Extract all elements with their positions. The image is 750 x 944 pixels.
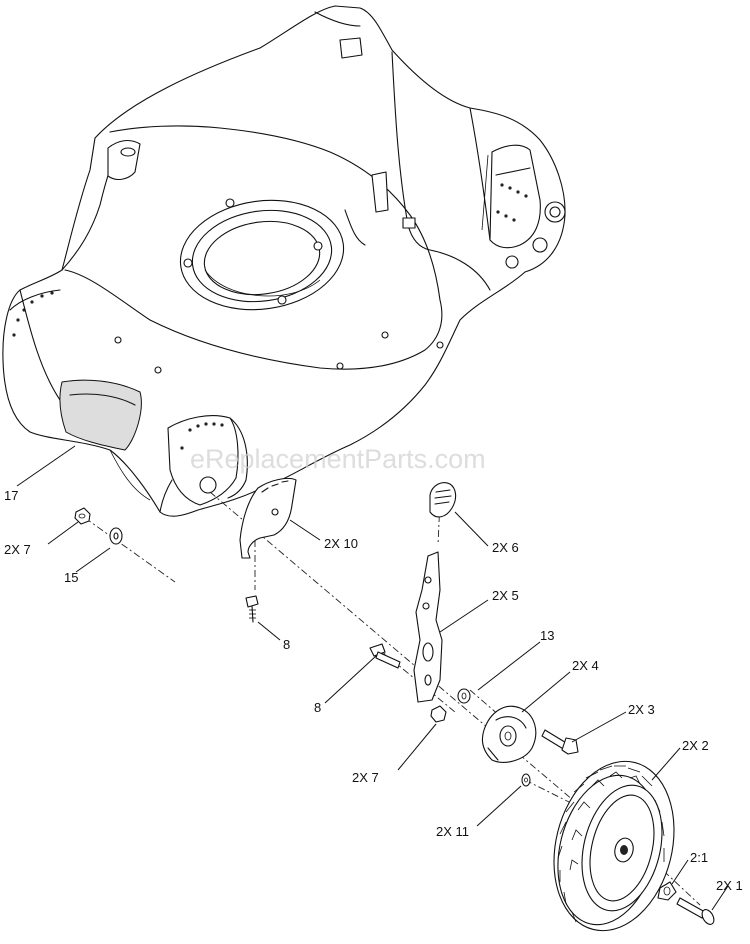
callout-2x5: 2X 5	[492, 588, 519, 603]
callout-2x2: 2X 2	[682, 738, 709, 753]
wheel-bracket	[481, 705, 537, 763]
callout-8-upper: 8	[283, 637, 290, 652]
height-adjust-plate	[239, 477, 297, 559]
callout-2x7-right: 2X 7	[352, 770, 379, 785]
washer-11	[521, 773, 531, 787]
callout-2x11: 2X 11	[436, 824, 469, 839]
callout-2-1: 2:1	[690, 850, 708, 865]
nut-right	[430, 705, 447, 723]
wheel	[553, 760, 675, 932]
callout-8-lower: 8	[314, 700, 321, 715]
callout-labels: 17 2X 7 15 2X 10 8 2X 6 2X 5 13 8 2X 4 2…	[4, 488, 743, 893]
mower-deck	[2, 5, 566, 517]
height-lever	[413, 551, 443, 703]
callout-17: 17	[4, 488, 18, 503]
callout-2x6: 2X 6	[492, 540, 519, 555]
axle-bolt	[541, 729, 579, 755]
callout-15: 15	[64, 570, 78, 585]
spacer-13	[457, 688, 471, 704]
screw-upper	[245, 595, 259, 623]
callout-13: 13	[540, 628, 554, 643]
washer-15	[109, 527, 123, 545]
callout-2x7-left: 2X 7	[4, 542, 31, 557]
shoulder-bolt	[676, 897, 715, 925]
leader-lines	[16, 445, 729, 911]
callout-2x4: 2X 4	[572, 658, 599, 673]
bushing	[657, 881, 677, 901]
callout-2x10: 2X 10	[324, 536, 358, 551]
callout-2x3: 2X 3	[628, 702, 655, 717]
callout-2x1: 2X 1	[716, 878, 743, 893]
nut-left	[74, 507, 91, 525]
watermark-text: eReplacementParts.com	[190, 444, 486, 474]
adjuster-knob	[429, 482, 457, 518]
screw-lower	[369, 643, 401, 669]
